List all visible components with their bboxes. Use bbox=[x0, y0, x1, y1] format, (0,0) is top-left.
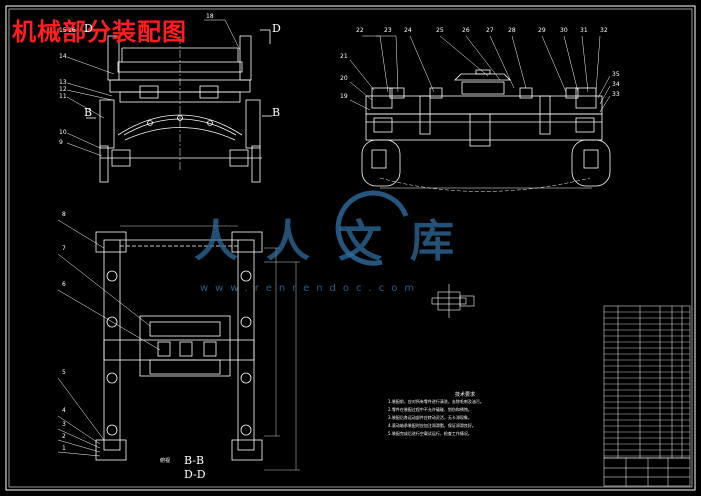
section-label-d-right: D bbox=[272, 22, 281, 35]
part-label: 7 bbox=[62, 245, 66, 252]
notes-title: 技术要求 bbox=[455, 392, 476, 398]
part-label: 10 bbox=[59, 129, 67, 136]
watermark-logo bbox=[335, 190, 409, 266]
part-label: 31 bbox=[580, 27, 588, 34]
title-block bbox=[604, 458, 690, 486]
part-label: 30 bbox=[560, 27, 568, 34]
part-label: 29 bbox=[538, 27, 546, 34]
parts-list bbox=[603, 305, 691, 487]
drawing-title: 机械部分装配图 bbox=[12, 18, 187, 46]
part-label: 28 bbox=[508, 27, 516, 34]
part-label: 12 bbox=[59, 86, 67, 93]
section-label-b-left: B bbox=[84, 106, 93, 119]
view-caption: 俯视 bbox=[160, 458, 171, 464]
note-line: 5.装配完成后进行空载试运行，检查工作情况。 bbox=[388, 431, 472, 436]
part-label: 21 bbox=[340, 53, 348, 60]
part-label: 32 bbox=[600, 27, 608, 34]
part-label: 33 bbox=[612, 91, 620, 98]
part-label: 24 bbox=[404, 27, 412, 34]
part-label: 2 bbox=[62, 433, 66, 440]
note-line: 2.零件在装配过程中不允许磕碰、划伤和锈蚀。 bbox=[388, 407, 472, 412]
watermark-url: www.renrendoc.com bbox=[200, 283, 422, 294]
inner-frame bbox=[8, 8, 693, 488]
part-label: 8 bbox=[62, 211, 66, 218]
plan-view bbox=[95, 225, 300, 471]
part-label: 1 bbox=[62, 445, 66, 452]
note-line: 1.装配前，应对所有零件进行清洗，去除毛刺及油污。 bbox=[388, 399, 484, 404]
side-view-leaders bbox=[349, 35, 611, 113]
part-label: 20 bbox=[340, 75, 348, 82]
outer-frame bbox=[5, 5, 696, 491]
part-label: 13 bbox=[59, 79, 67, 86]
part-label: 26 bbox=[462, 27, 470, 34]
plan-view-leaders bbox=[57, 219, 161, 457]
part-label: 14 bbox=[59, 53, 67, 60]
part-label: 25 bbox=[436, 27, 444, 34]
part-label: 18 bbox=[206, 13, 214, 20]
watermark-chinese: 人人文库 bbox=[194, 216, 482, 267]
view-label-bb: B-B bbox=[184, 454, 205, 467]
part-label: 19 bbox=[340, 93, 348, 100]
note-line: 4.滚动轴承装配时应加注润滑脂，保证润滑良好。 bbox=[388, 423, 476, 428]
view-label-dd: D-D bbox=[184, 468, 206, 481]
part-label: 22 bbox=[356, 27, 364, 34]
part-label: 27 bbox=[486, 27, 494, 34]
parts-list-rows bbox=[604, 311, 690, 457]
part-label: 15 bbox=[59, 27, 67, 34]
part-label: 34 bbox=[612, 81, 620, 88]
part-label: 3 bbox=[62, 421, 66, 428]
part-label: 5 bbox=[62, 369, 66, 376]
note-line: 3.装配后各运动部件应转动灵活，无卡滞现象。 bbox=[388, 415, 472, 420]
part-label: 11 bbox=[59, 93, 67, 100]
detail-view bbox=[431, 284, 475, 318]
technical-notes: 1.装配前，应对所有零件进行清洗，去除毛刺及油污。 2.零件在装配过程中不允许磕… bbox=[388, 398, 588, 438]
front-view-leaders bbox=[66, 19, 241, 157]
section-label-d-left: D bbox=[84, 22, 93, 35]
part-label: 6 bbox=[62, 281, 66, 288]
part-label: 35 bbox=[612, 71, 620, 78]
part-label: 23 bbox=[384, 27, 392, 34]
side-view bbox=[361, 69, 611, 192]
front-view bbox=[86, 29, 272, 183]
part-label: 16 bbox=[68, 27, 76, 34]
part-label: 9 bbox=[59, 139, 63, 146]
part-label: 4 bbox=[62, 407, 66, 414]
section-label-b-right: B bbox=[272, 106, 281, 119]
